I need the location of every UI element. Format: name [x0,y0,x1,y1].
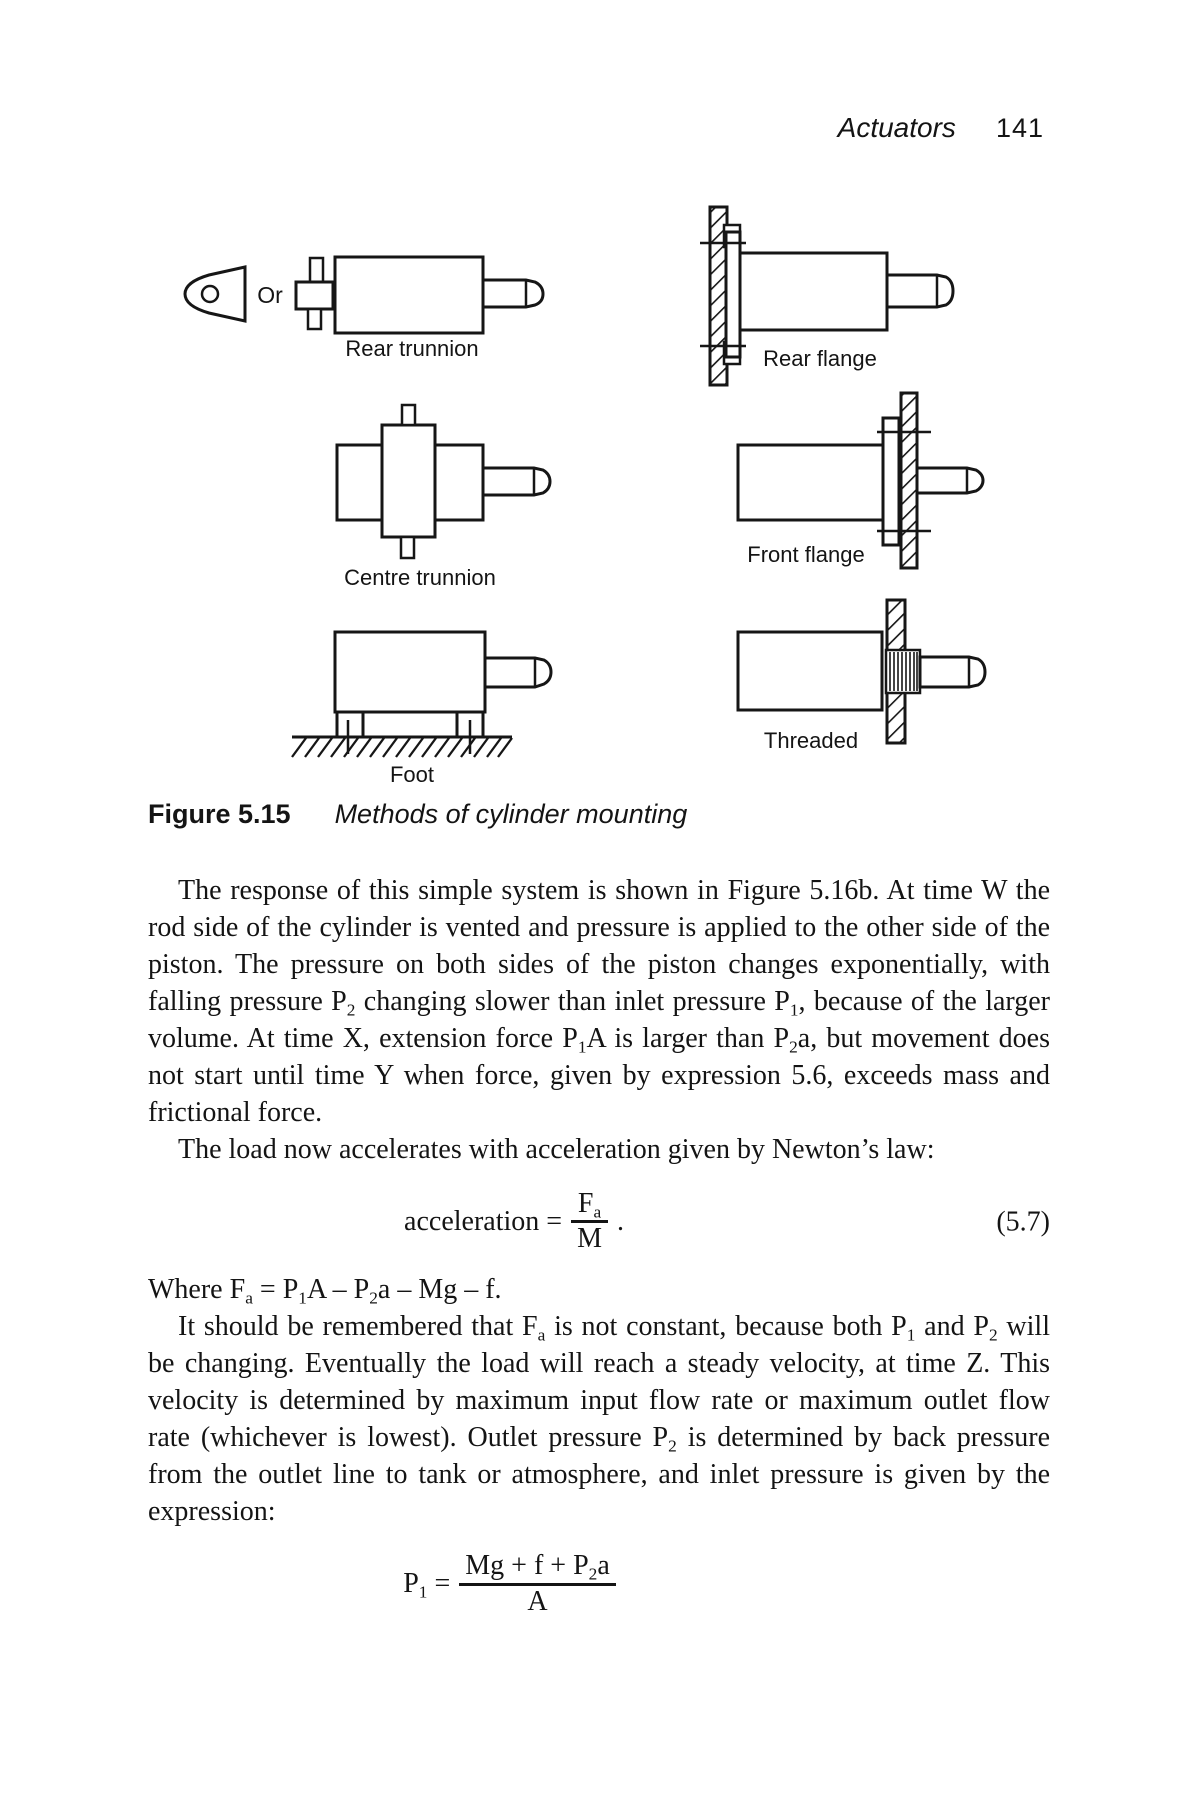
figure-caption-title: Methods of cylinder mounting [334,799,688,829]
equation-5-7-fraction: Fa M [571,1188,608,1255]
paragraph-newtons-law: The load now accelerates with accelerati… [178,1134,935,1165]
foot-diagram [291,630,553,758]
figure-caption-number: Figure 5.15 [148,799,291,829]
fraction-bar [459,1582,616,1586]
rear-flange-diagram [700,205,955,387]
paragraph-where: Where Fa = P1A – P2a – Mg – f. [148,1274,502,1308]
equation-p1-fraction: Mg + f + P2a A [459,1550,616,1617]
rear-flange-label: Rear flange [763,346,877,371]
equation-p1-lhs: P1 = [403,1567,451,1602]
equation-5-7-denominator: M [577,1223,602,1255]
rear-trunnion-label: Rear trunnion [345,336,479,361]
front-flange-diagram [736,391,985,570]
centre-trunnion-label: Centre trunnion [344,565,496,590]
equation-p1-denominator: A [527,1585,548,1617]
fraction-bar [571,1220,608,1224]
figure-5-15: Or Rear trunnion Rear flange [140,170,1052,800]
equation-p1-numerator: Mg + f + P2a [465,1550,610,1584]
figure-caption: Figure 5.15 Methods of cylinder mounting [148,799,687,830]
paragraph-steady-velocity: It should be remembered that Fa is not c… [148,1311,1050,1528]
front-flange-label: Front flange [747,542,865,567]
equation-5-7: acceleration = Fa M . (5.7) [148,1188,1050,1255]
equation-5-7-lhs: acceleration = [404,1205,563,1237]
paragraph-response: The response of this simple system is sh… [148,875,1050,1128]
page-header: Actuators 141 [838,112,1044,144]
page-number: 141 [995,113,1044,143]
equation-p1: P1 = Mg + f + P2a A [148,1550,1050,1617]
running-title: Actuators [837,112,956,143]
or-label: Or [257,282,283,308]
equation-5-7-period: . [616,1205,624,1237]
equation-5-7-number: (5.7) [996,1206,1050,1238]
foot-label: Foot [389,762,435,787]
equation-5-7-numerator: Fa [577,1188,602,1222]
threaded-diagram [736,598,987,745]
rear-trunnion-diagram [183,255,545,335]
centre-trunnion-diagram [335,403,552,560]
threaded-label: Threaded [763,728,859,753]
body-text: The response of this simple system is sh… [148,872,1050,1634]
